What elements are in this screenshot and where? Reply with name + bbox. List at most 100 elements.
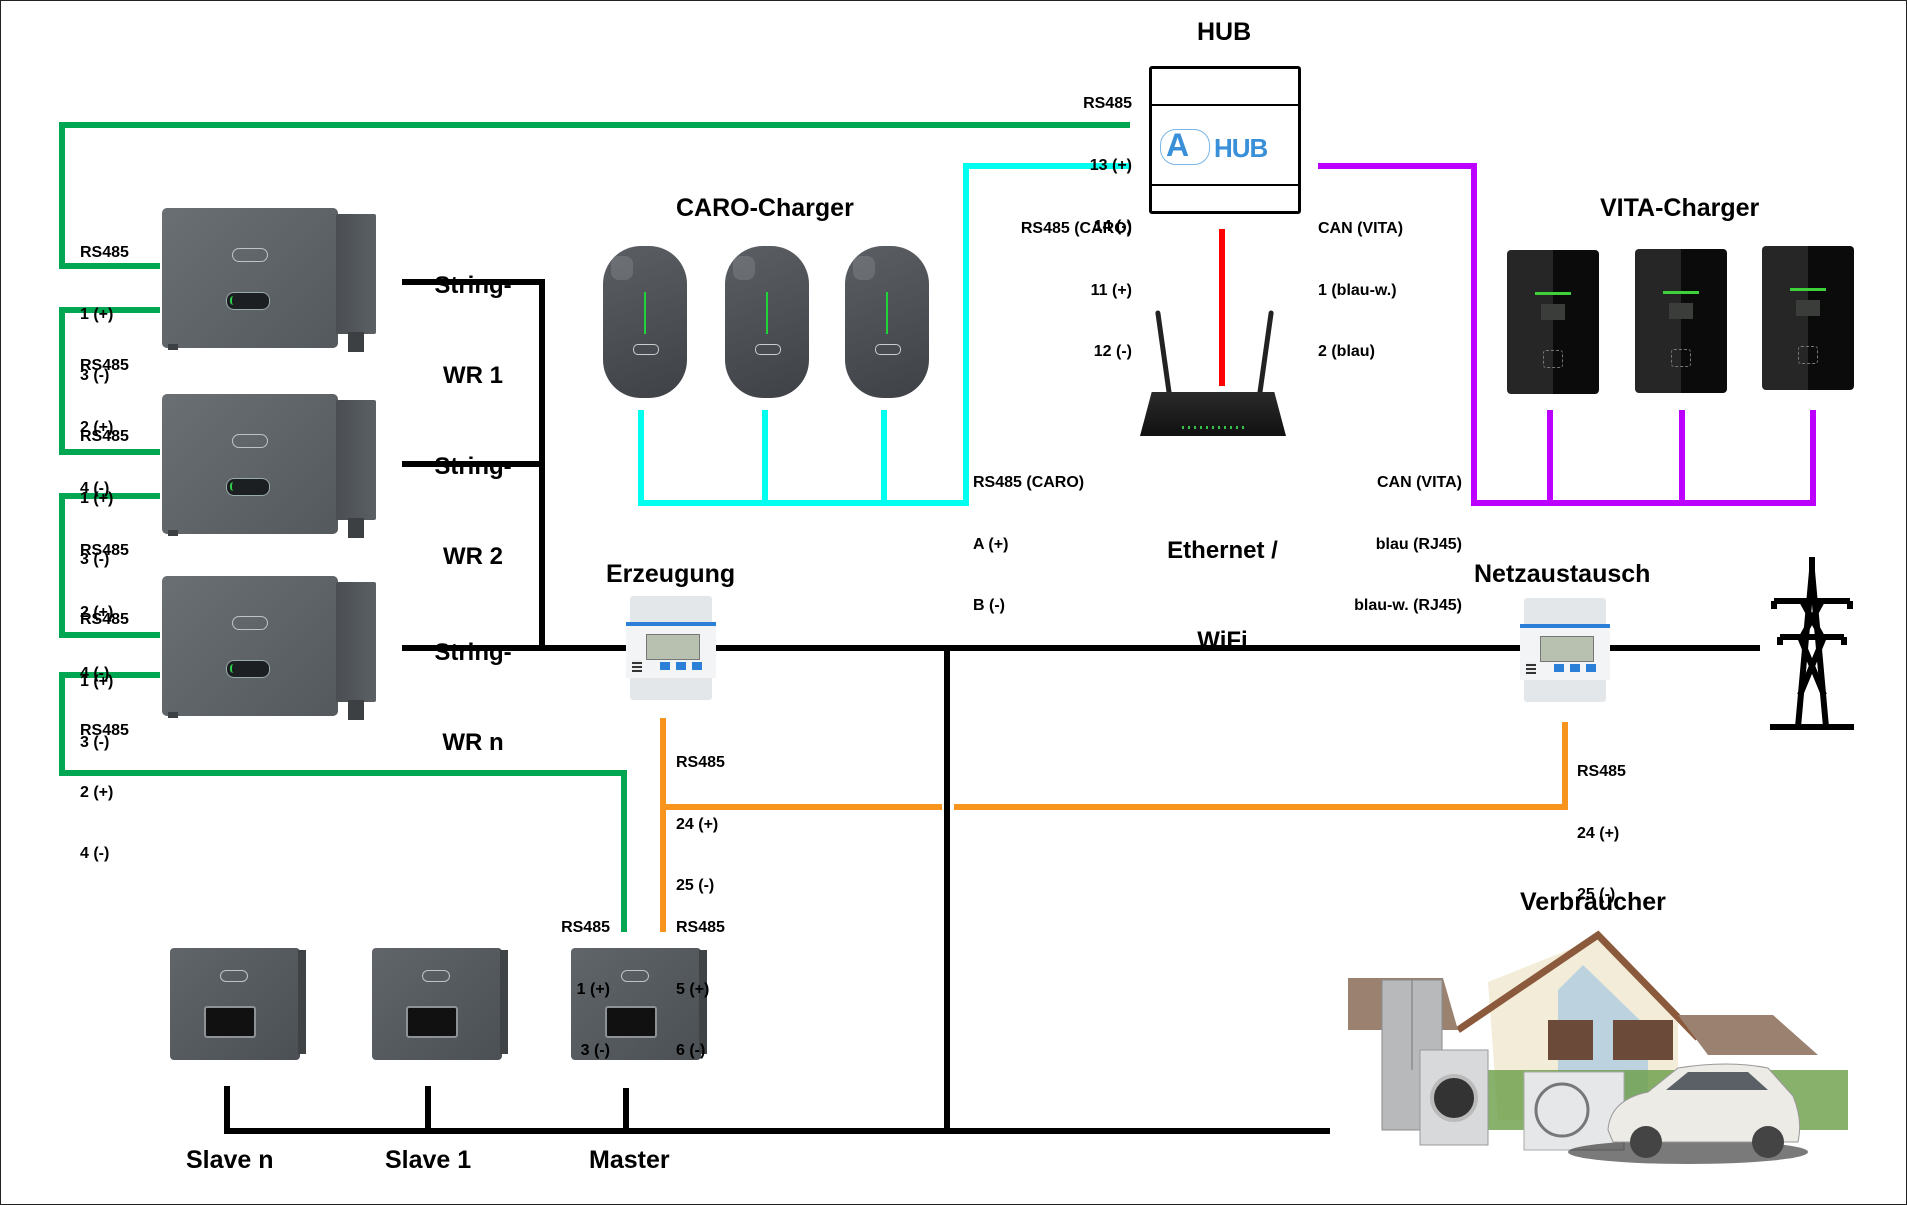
grid-meter[interactable] <box>1520 598 1610 702</box>
meter-lcd <box>1540 636 1594 662</box>
hub-title: HUB <box>1197 18 1252 46</box>
label-line: 11 (+) <box>1090 281 1132 299</box>
label-line: RS485 <box>676 754 725 771</box>
brand-logo-icon <box>220 970 248 982</box>
label-line: 14 (-) <box>1093 218 1132 235</box>
rfid-icon <box>1798 346 1818 364</box>
hybrid-inverter-slave-n[interactable] <box>170 944 310 1064</box>
status-led-icon <box>766 292 768 334</box>
caro-charger[interactable] <box>603 246 687 398</box>
brand-logo-icon <box>875 344 901 355</box>
inverter-body <box>162 394 338 534</box>
label-line: 5 (+) <box>676 980 710 998</box>
label-line: String- <box>434 453 512 480</box>
label-line: 1 (+) <box>80 672 114 690</box>
label-line: A (+) <box>973 535 1009 553</box>
wire-green-2-3 <box>59 493 160 638</box>
foot <box>168 344 178 350</box>
hub-cloud-icon <box>1160 129 1210 165</box>
qr-code-icon <box>632 660 642 672</box>
vita-charger[interactable] <box>1762 246 1854 390</box>
status-led-icon <box>1663 291 1699 294</box>
power-pylon-icon <box>1770 557 1854 730</box>
label-line: blau-w. (RJ45) <box>1354 597 1462 614</box>
gloss <box>733 256 755 280</box>
brand-logo-icon <box>232 434 268 448</box>
status-led-icon <box>1790 288 1826 291</box>
label-line: RS485 <box>80 611 129 628</box>
label-line: 2 (blau) <box>1318 343 1375 360</box>
hub-rs485-label: RS485 13 (+) 14 (-) <box>1083 53 1132 258</box>
connector <box>348 700 364 720</box>
vita-charger[interactable] <box>1635 249 1727 393</box>
display <box>226 478 270 496</box>
status-led-icon <box>1535 292 1571 295</box>
label-line: 3 (-) <box>580 1042 610 1059</box>
caro-bus-label: RS485 (CARO) A (+) B (-) <box>973 432 1084 637</box>
string-wr-2-label: String- WR 2 <box>418 392 528 602</box>
rfid-icon <box>1543 350 1563 368</box>
label-line: String- <box>434 639 512 666</box>
display <box>1669 303 1693 319</box>
label-line: 2 (+) <box>80 603 114 621</box>
label-line: 25 (-) <box>1577 886 1616 903</box>
display <box>204 1006 256 1038</box>
label-line: 24 (+) <box>1577 824 1620 842</box>
vita-charger[interactable] <box>1507 250 1599 394</box>
wire-orange-grid <box>954 722 1568 810</box>
hub-divider-bottom <box>1152 184 1298 186</box>
string-inverter-1[interactable] <box>162 204 387 354</box>
meter-front <box>626 622 716 678</box>
string-wr-n-label: String- WR n <box>418 578 528 788</box>
consumers-title: Verbraucher <box>1520 888 1666 916</box>
hybrid-inverter-master[interactable] <box>571 944 711 1064</box>
master-label: Master <box>589 1146 670 1174</box>
label-line: 3 (-) <box>80 367 110 384</box>
label-line: 24 (+) <box>676 815 719 833</box>
caro-charger[interactable] <box>845 246 929 398</box>
label-line: 1 (+) <box>576 980 610 998</box>
washing-machine-icon <box>1419 1049 1489 1146</box>
hub-device[interactable]: A HUB <box>1149 66 1301 214</box>
inverter-body <box>571 948 701 1060</box>
generation-meter-title: Erzeugung <box>606 560 736 588</box>
meter-buttons <box>1554 664 1598 672</box>
inverter-side <box>336 582 376 702</box>
air-conditioner-icon <box>1523 1071 1625 1151</box>
inverter-side <box>336 214 376 334</box>
string-wr-1-label: String- WR 1 <box>418 211 528 421</box>
meter-lcd <box>646 634 700 660</box>
hub-logo-letter: A <box>1166 127 1190 163</box>
display <box>406 1006 458 1038</box>
status-led-icon <box>886 292 888 334</box>
brand-logo-icon <box>621 970 649 982</box>
caro-charger[interactable] <box>725 246 809 398</box>
slave-n-label: Slave n <box>186 1146 274 1174</box>
display <box>605 1006 657 1038</box>
string-inverter-2[interactable] <box>162 390 387 540</box>
hybrid-inverter-slave-1[interactable] <box>372 944 512 1064</box>
router-icon[interactable] <box>1140 310 1290 460</box>
vita-title: VITA-Charger <box>1600 194 1760 222</box>
string-inverter-n[interactable] <box>162 572 387 722</box>
rs485-label-wr2-out: RS485 2 (+) 4 (-) <box>80 500 129 705</box>
electric-car-icon <box>1568 1063 1808 1164</box>
rs485-label-wr1-out: RS485 2 (+) 4 (-) <box>80 315 129 520</box>
label-line: RS485 (CARO) <box>1020 220 1132 237</box>
router-label: Ethernet / WiFi <box>1140 476 1305 686</box>
grid-meter-rs485-label: RS485 24 (+) 25 (-) <box>1577 721 1626 926</box>
label-line: WR 2 <box>443 543 503 570</box>
inverter-body <box>162 208 338 348</box>
rs485-label-wrn-out: RS485 2 (+) 4 (-) <box>80 680 129 885</box>
grid-meter-title: Netzaustausch <box>1474 560 1651 588</box>
router-body <box>1140 392 1286 436</box>
inverter-side <box>500 950 508 1054</box>
foot <box>168 530 178 536</box>
hub-logo-text: HUB <box>1214 133 1268 163</box>
wire-ac-hybrid-bus <box>224 1086 1330 1134</box>
label-line: WR 1 <box>443 362 503 389</box>
display <box>226 292 270 310</box>
label-line: RS485 <box>80 244 129 261</box>
label-line: 25 (-) <box>676 877 715 894</box>
generation-meter[interactable] <box>626 596 716 700</box>
